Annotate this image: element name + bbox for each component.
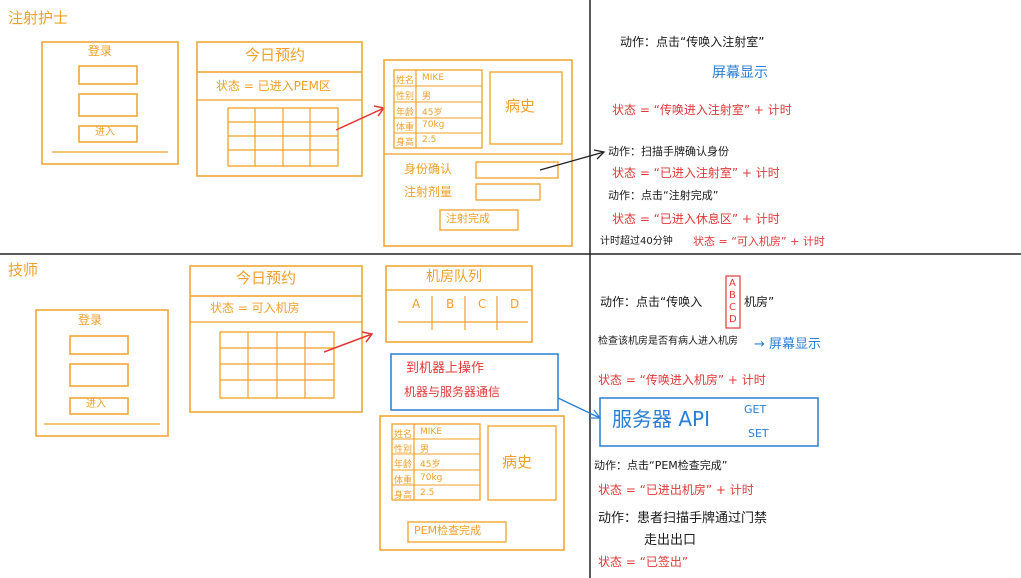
history-panel: 病史 bbox=[505, 97, 536, 115]
api-method-set: SET bbox=[748, 427, 769, 440]
machine-column-b[interactable]: B bbox=[446, 297, 455, 311]
row-label: 体重 bbox=[394, 476, 413, 486]
server-api-label: 服务器 API bbox=[612, 407, 710, 431]
injection-complete-button[interactable]: 注射完成 bbox=[446, 212, 490, 225]
role-label-nurse: 注射护士 bbox=[8, 9, 69, 27]
note-status: 状态 = “传唤进入注射室” + 计时 bbox=[612, 103, 792, 117]
note-screen-display: 屏幕显示 bbox=[712, 65, 768, 81]
server-communication-label: 机器与服务器通信 bbox=[404, 385, 501, 399]
note: 动作：扫描手牌确认身份 bbox=[608, 145, 729, 158]
row-label: 年龄 bbox=[396, 108, 415, 118]
note-screen-display: → 屏幕显示 bbox=[754, 337, 822, 352]
row-value: MIKE bbox=[422, 73, 445, 83]
login-button[interactable]: 进入 bbox=[95, 127, 115, 138]
appointments-title: 今日预约 bbox=[245, 46, 306, 64]
row-value: 45岁 bbox=[420, 460, 441, 470]
row-value: 2.5 bbox=[422, 135, 437, 145]
note: 动作：点击“PEM检查完成” bbox=[594, 459, 728, 472]
note-status: 状态 = “可入机房” + 计时 bbox=[693, 235, 825, 248]
note-status: 状态 = “已进入休息区” + 计时 bbox=[612, 212, 780, 226]
role-label-technician: 技师 bbox=[8, 261, 39, 279]
row-value: 男 bbox=[422, 92, 432, 102]
row-label: 姓名 bbox=[394, 430, 413, 440]
login-button[interactable]: 进入 bbox=[86, 399, 106, 410]
note-status: 状态 = “已进出机房” + 计时 bbox=[598, 483, 754, 497]
row-label: 身高 bbox=[394, 491, 413, 501]
login-title: 登录 bbox=[88, 44, 113, 58]
row-label: 姓名 bbox=[396, 76, 415, 86]
machine-queue-title: 机房队列 bbox=[426, 269, 482, 285]
row-label: 年龄 bbox=[394, 460, 413, 470]
row-label: 性别 bbox=[394, 445, 413, 455]
note-status: 状态 = “已进入注射室” + 计时 bbox=[612, 166, 780, 180]
history-panel: 病史 bbox=[502, 453, 533, 471]
machine-column-c[interactable]: C bbox=[478, 297, 487, 311]
api-method-get: GET bbox=[744, 403, 767, 416]
row-label: 身高 bbox=[396, 138, 415, 148]
appointment-status: 状态 = 已进入PEM区 bbox=[216, 79, 331, 93]
appointment-status: 状态 = 可入机房 bbox=[210, 301, 300, 315]
note: 走出出口 bbox=[644, 533, 697, 548]
appointments-title: 今日预约 bbox=[236, 269, 297, 287]
login-title: 登录 bbox=[78, 313, 103, 327]
row-value: MIKE bbox=[420, 427, 443, 437]
note-status: 状态 = “已签出” bbox=[598, 555, 689, 569]
note: 动作：患者扫描手牌通过门禁 bbox=[598, 511, 768, 526]
dose-label: 注射剂量 bbox=[404, 185, 453, 199]
identity-label: 身份确认 bbox=[404, 162, 453, 176]
machine-operation-label: 到机器上操作 bbox=[406, 361, 485, 376]
row-value: 男 bbox=[420, 445, 430, 455]
pem-complete-button[interactable]: PEM检查完成 bbox=[414, 524, 482, 537]
row-value: 2.5 bbox=[420, 488, 435, 498]
note-status: 状态 = “传唤进入机房” + 计时 bbox=[598, 373, 766, 387]
row-value: 70kg bbox=[422, 120, 445, 130]
machine-letters: ABCD bbox=[729, 278, 737, 325]
note: 动作：点击“注射完成” bbox=[608, 189, 719, 202]
note: 机房” bbox=[744, 295, 775, 309]
row-value: 45岁 bbox=[422, 108, 443, 118]
note: 检查该机房是否有病人进入机房 bbox=[598, 336, 738, 347]
row-value: 70kg bbox=[420, 473, 443, 483]
note: 动作：点击“传唤入注射室” bbox=[620, 35, 765, 49]
note: 动作：点击“传唤入 bbox=[600, 295, 703, 309]
note: 计时超过40分钟 bbox=[600, 236, 673, 247]
machine-column-d[interactable]: D bbox=[510, 297, 520, 311]
row-label: 体重 bbox=[396, 123, 415, 133]
row-label: 性别 bbox=[396, 92, 415, 102]
machine-column-a[interactable]: A bbox=[412, 297, 421, 311]
